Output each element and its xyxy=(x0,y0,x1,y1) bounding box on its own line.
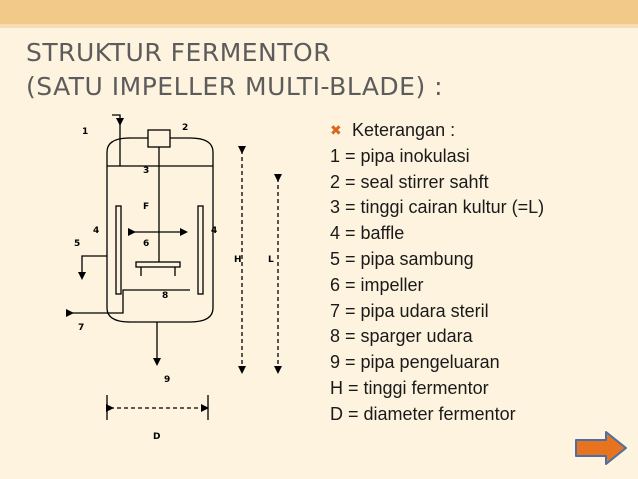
legend-item: 2 = seal stirrer sahft xyxy=(330,171,489,192)
arrow-right-icon xyxy=(575,431,627,465)
baffle-right xyxy=(197,205,204,295)
inoculation-pipe xyxy=(112,114,121,166)
baffle-left xyxy=(115,205,122,295)
seal-stirrer xyxy=(147,129,171,148)
label-4-left: 4 xyxy=(93,226,99,236)
label-6: 6 xyxy=(143,239,149,249)
label-2: 2 xyxy=(182,123,188,133)
legend-item: 9 = pipa pengeluaran xyxy=(330,352,500,373)
x-bullet-icon: ✖ xyxy=(330,122,342,138)
fermentor-diagram: 1 2 3 F 4 4 5 6 H L 8 7 9 D xyxy=(66,114,282,442)
legend-item: 6 = impeller xyxy=(330,274,424,295)
label-d: D xyxy=(153,432,160,442)
legend-heading-row: ✖ Keterangan : xyxy=(330,118,630,144)
impeller-hub xyxy=(135,261,181,268)
label-1: 1 xyxy=(82,127,88,137)
legend-heading: Keterangan : xyxy=(352,120,456,140)
legend-item: 4 = baffle xyxy=(330,223,405,244)
label-4-right: 4 xyxy=(211,226,217,236)
legend: ✖ Keterangan : 1 = pipa inokulasi 2 = se… xyxy=(330,118,630,428)
label-3: 3 xyxy=(143,166,149,176)
legend-item: 8 = sparger udara xyxy=(330,326,473,347)
top-bar-shadow xyxy=(0,24,638,28)
title-line-1: STRUKTUR FERMENTOR xyxy=(26,38,332,67)
slide-title: STRUKTUR FERMENTOR (SATU IMPELLER MULTI-… xyxy=(26,36,443,104)
legend-item: 7 = pipa udara steril xyxy=(330,300,489,321)
next-slide-button[interactable] xyxy=(574,430,628,466)
label-5: 5 xyxy=(74,239,80,249)
legend-item: H = tinggi fermentor xyxy=(330,377,489,398)
title-line-2: (SATU IMPELLER MULTI-BLADE) : xyxy=(26,72,444,101)
vessel-outline xyxy=(106,137,214,323)
label-7: 7 xyxy=(78,323,84,333)
label-f: F xyxy=(143,202,149,212)
label-8: 8 xyxy=(162,291,168,301)
legend-item: D = diameter fermentor xyxy=(330,403,516,424)
label-h: H xyxy=(234,255,242,265)
legend-item: 3 = tinggi cairan kultur (=L) xyxy=(330,197,545,218)
label-9: 9 xyxy=(164,375,170,385)
top-bar xyxy=(0,0,638,24)
legend-item: 1 = pipa inokulasi xyxy=(330,145,470,166)
connecting-pipe xyxy=(81,255,107,278)
label-l: L xyxy=(268,255,274,265)
legend-item: 5 = pipa sambung xyxy=(330,248,474,269)
air-pipe xyxy=(70,289,130,314)
